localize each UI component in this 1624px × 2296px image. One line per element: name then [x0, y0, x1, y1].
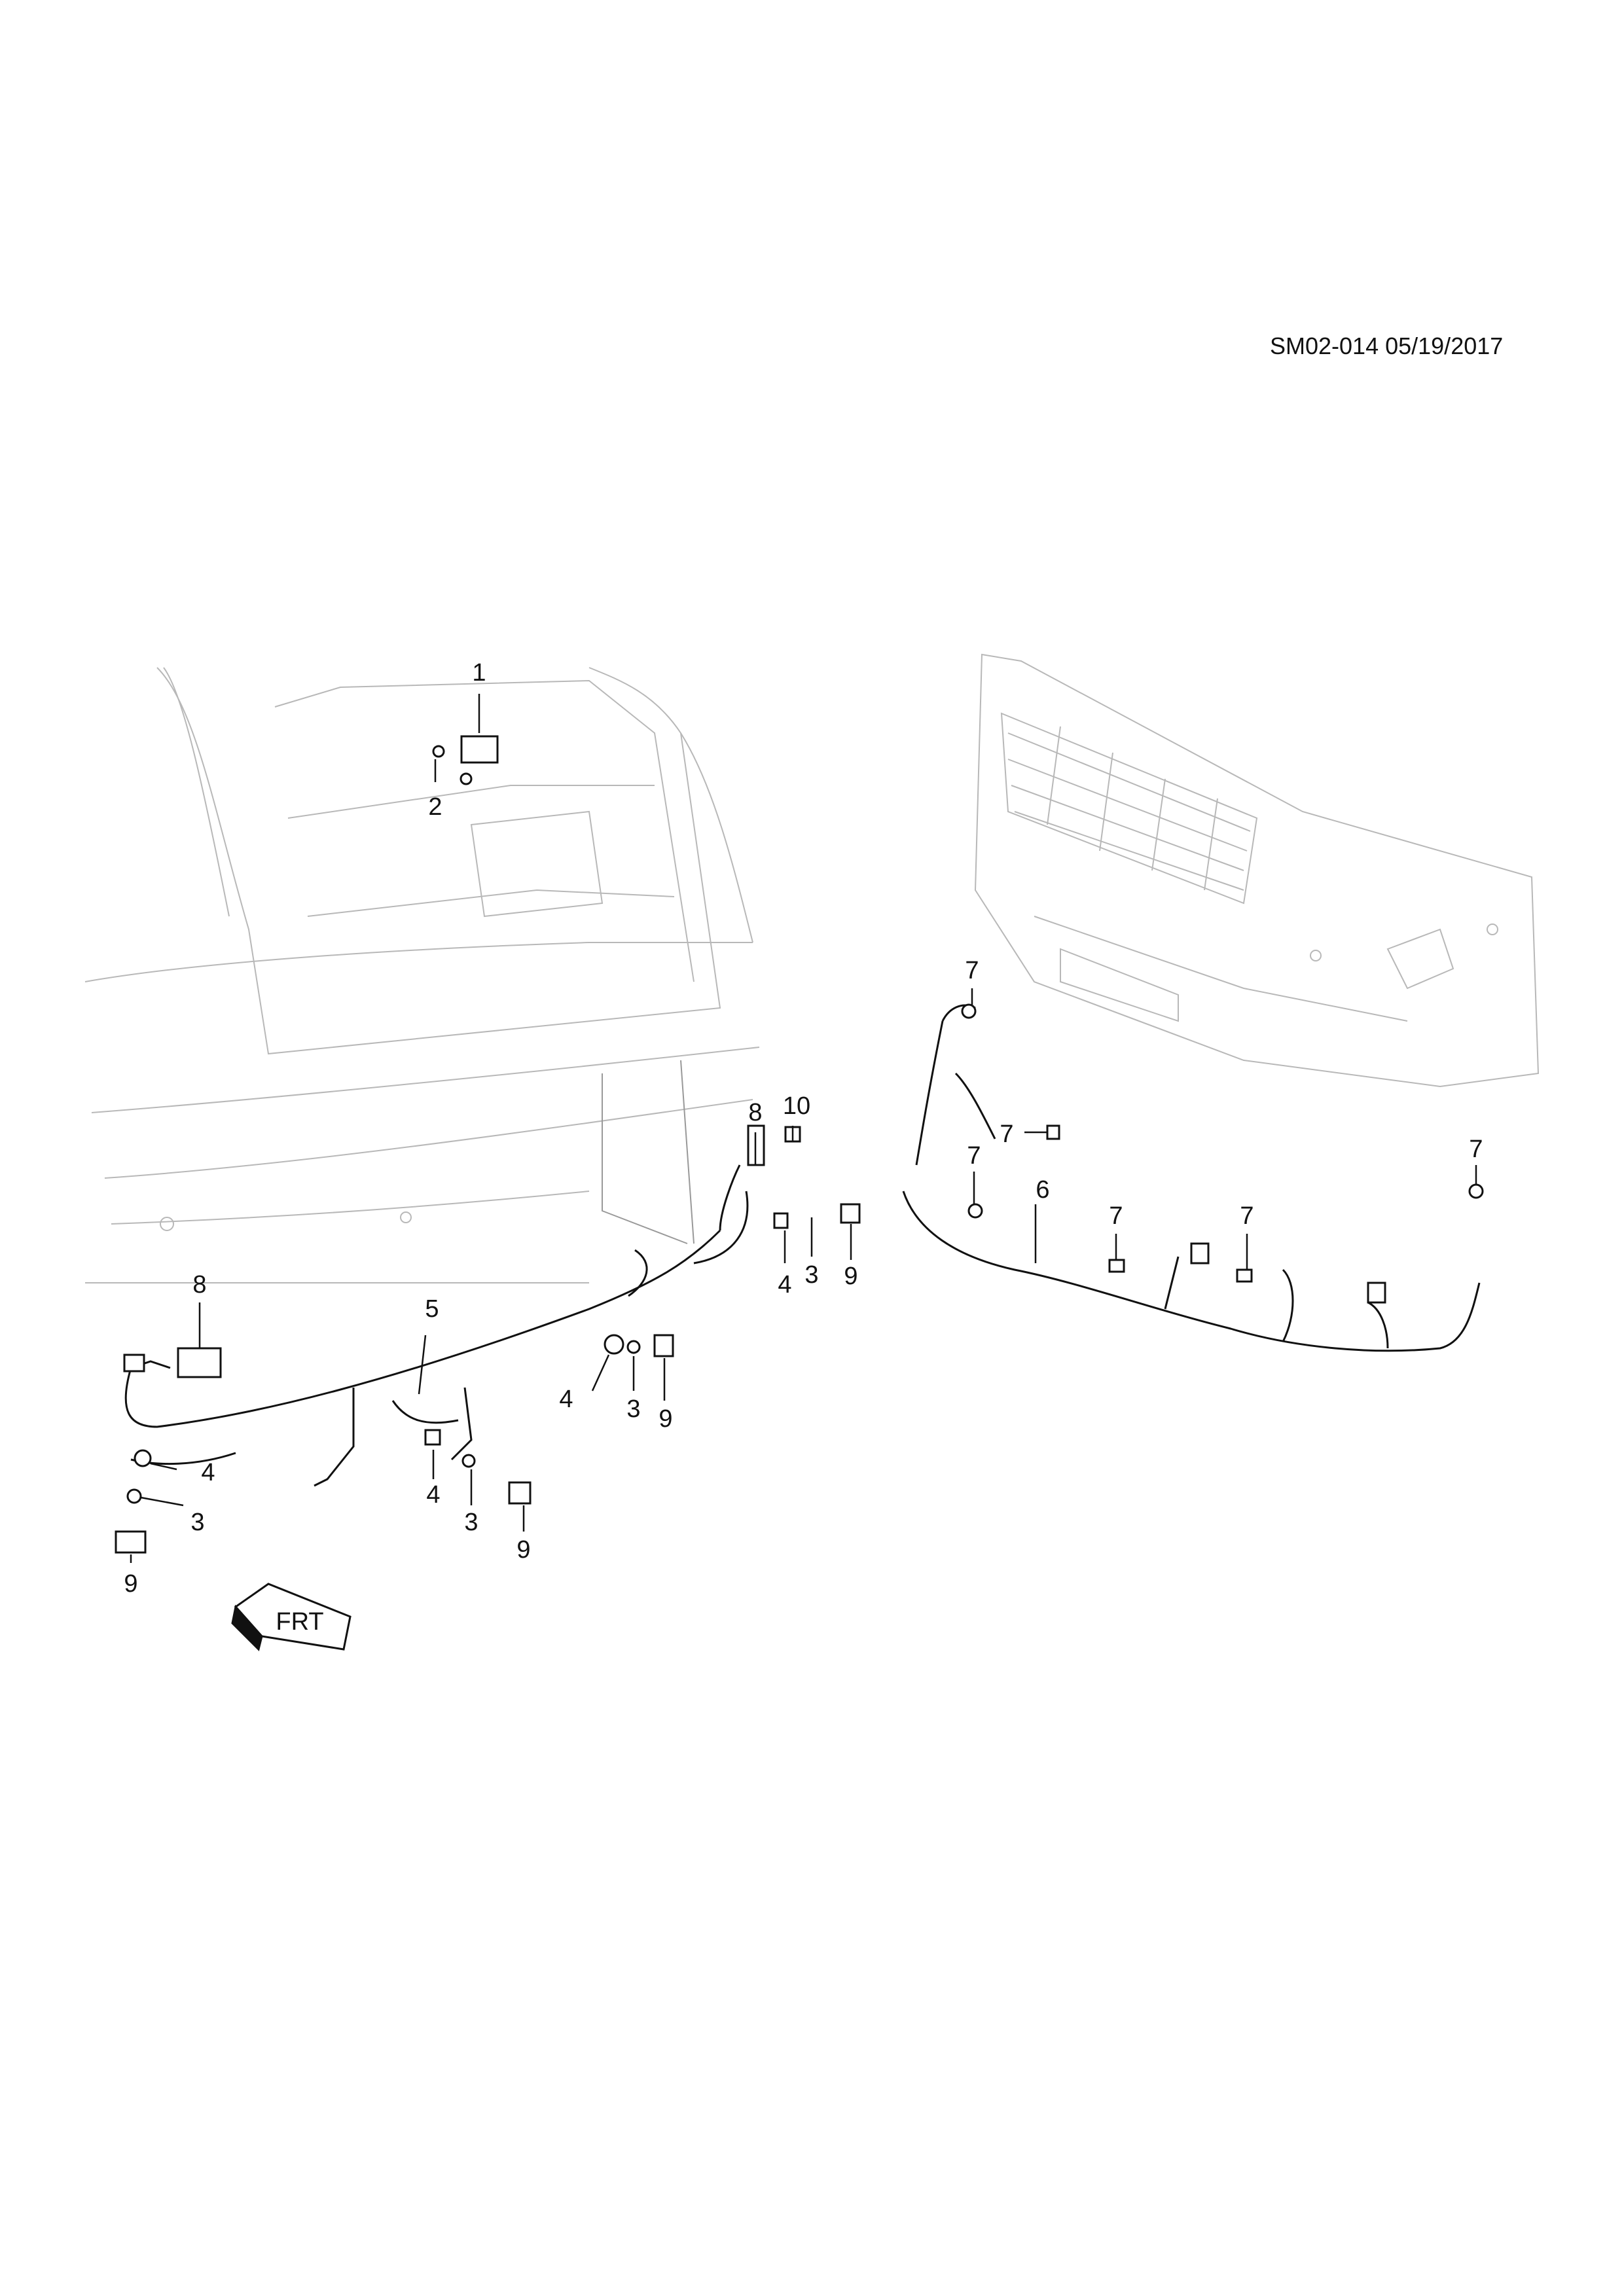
- callout-8: 8: [192, 1271, 206, 1299]
- front-harness: [902, 1004, 1481, 1352]
- callout-3: 3: [626, 1395, 640, 1423]
- sensor-4d: [773, 1212, 789, 1229]
- rear-harness: [124, 1164, 749, 1487]
- callout-7: 7: [1240, 1202, 1254, 1230]
- callout-10: 10: [783, 1092, 810, 1120]
- callout-7: 7: [967, 1142, 981, 1170]
- sensor-7f: [1468, 1183, 1484, 1199]
- connector-front-a: [1190, 1242, 1210, 1265]
- components: [115, 735, 1484, 1554]
- connector-left: [123, 1354, 145, 1372]
- callout-numbers: 1 2 8 8 10 4 3 9 5 4 3 9 4 3 9 4 3 9 7 7…: [124, 659, 1483, 1598]
- callout-4: 4: [426, 1481, 440, 1509]
- sensor-7d: [1108, 1259, 1125, 1273]
- callout-6: 6: [1036, 1176, 1049, 1204]
- callout-9: 9: [659, 1405, 672, 1433]
- callout-9: 9: [844, 1263, 857, 1290]
- ring-3a: [126, 1488, 142, 1504]
- sensor-4b: [424, 1429, 441, 1446]
- projection-lines: [602, 1060, 695, 1244]
- callout-5: 5: [425, 1295, 439, 1323]
- sensor-7c: [967, 1203, 983, 1219]
- callout-3: 3: [804, 1261, 818, 1289]
- callout-7: 7: [1000, 1121, 1013, 1148]
- bolt-2a: [432, 745, 445, 758]
- bezel-9a: [115, 1530, 147, 1554]
- callout-3: 3: [190, 1509, 204, 1536]
- sensor-7a: [961, 1003, 977, 1019]
- callout-3: 3: [464, 1509, 478, 1536]
- module-1: [460, 735, 499, 764]
- callout-7: 7: [1469, 1136, 1483, 1163]
- sheet-code: SM02-014 05/19/2017: [1270, 332, 1504, 359]
- module-8-left: [177, 1347, 222, 1378]
- callout-8: 8: [748, 1099, 762, 1126]
- connector-front-b: [1367, 1282, 1386, 1304]
- callout-9: 9: [124, 1570, 137, 1598]
- front-fascia-ghost: [974, 653, 1540, 1088]
- callout-9: 9: [516, 1536, 530, 1564]
- ring-3b: [461, 1454, 476, 1468]
- frt-arrow-icon: FRT: [231, 1583, 352, 1651]
- bolt-2b: [460, 772, 473, 785]
- callout-1: 1: [472, 659, 486, 687]
- bezel-9b: [508, 1481, 532, 1505]
- callout-4: 4: [201, 1459, 215, 1486]
- callout-7: 7: [965, 957, 979, 984]
- leader-lines: [130, 694, 1477, 1563]
- rear-cargo-area-ghost: [84, 667, 760, 1283]
- sensor-4a: [134, 1449, 152, 1467]
- bezel-9d: [840, 1203, 861, 1224]
- sensor-7b: [1046, 1124, 1060, 1140]
- sensor-7e: [1236, 1268, 1253, 1283]
- callout-2: 2: [428, 793, 442, 821]
- callout-4: 4: [778, 1271, 791, 1299]
- callout-4: 4: [559, 1386, 573, 1413]
- sensor-4c: [604, 1334, 624, 1355]
- bezel-9c: [653, 1334, 674, 1357]
- ring-3c: [626, 1340, 641, 1354]
- svg-text:FRT: FRT: [276, 1608, 323, 1636]
- callout-7: 7: [1109, 1202, 1123, 1230]
